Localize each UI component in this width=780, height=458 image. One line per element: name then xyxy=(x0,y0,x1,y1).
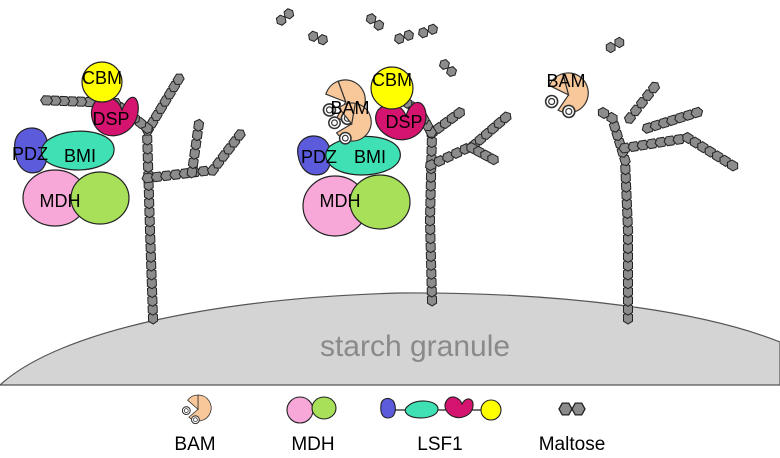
glucan-chain-right-twig xyxy=(640,105,705,135)
lsf1-mdh-bam-complex: CBM BAM DSP PDZ BMI MDH xyxy=(297,66,427,237)
bmi-label: BMI xyxy=(354,147,386,167)
cbm-label: CBM xyxy=(82,68,122,88)
glucan-chain-left-main xyxy=(142,132,159,325)
legend-bam-icon xyxy=(181,394,212,425)
glucan-chain-right-main xyxy=(620,162,634,325)
mdh-green-subunit xyxy=(70,171,130,225)
dsp-domain xyxy=(91,96,139,137)
legend-lsf1-label: LSF1 xyxy=(417,434,462,455)
glucan-chain-right-branch xyxy=(622,79,662,126)
maltose-molecule xyxy=(306,29,330,47)
legend: BAM MDH LSF1 Maltose xyxy=(174,394,606,455)
maltose-molecule xyxy=(392,28,416,46)
glucan-chain-mid-twig xyxy=(464,140,501,167)
legend-lsf1-icon xyxy=(380,396,502,421)
cbm-domain xyxy=(370,66,414,110)
bmi-label: BMI xyxy=(64,146,96,166)
legend-maltose-icon xyxy=(558,402,586,416)
starch-granule xyxy=(0,292,780,386)
lsf1-mdh-complex-left: CBM DSP PDZ BMI MDH xyxy=(12,61,139,227)
glucan-chain-right-side xyxy=(617,130,741,173)
starch-granule-label: starch granule xyxy=(320,330,510,363)
cbm-label: CBM xyxy=(372,70,412,90)
pdz-label: PDZ xyxy=(12,144,48,164)
maltose-molecule xyxy=(603,35,627,55)
bam-label: BAM xyxy=(330,98,369,118)
glucan-chain-mid-side xyxy=(423,109,514,173)
bmi-domain xyxy=(40,130,115,171)
bam-enzyme-free: BAM xyxy=(538,67,595,124)
pdz-label: PDZ xyxy=(301,147,337,167)
maltose-molecule xyxy=(363,11,387,33)
maltose-molecule xyxy=(273,6,297,28)
legend-bam-label: BAM xyxy=(174,434,215,455)
legend-mdh-label: MDH xyxy=(291,434,334,455)
legend-maltose-label: Maltose xyxy=(539,434,606,455)
cbm-domain xyxy=(81,61,123,103)
mdh-label: MDH xyxy=(320,191,361,211)
dsp-label: DSP xyxy=(385,112,422,132)
free-maltose-group xyxy=(273,6,627,79)
legend-mdh-icon xyxy=(286,396,337,424)
mdh-label: MDH xyxy=(40,191,81,211)
mdh-green-subunit xyxy=(349,174,411,230)
bmi-domain xyxy=(325,135,401,176)
bam-label: BAM xyxy=(546,71,585,91)
dsp-label: DSP xyxy=(92,109,129,129)
maltose-molecule xyxy=(437,57,459,79)
maltose-molecule xyxy=(416,22,440,40)
glucan-chain-right-bound xyxy=(595,105,632,168)
